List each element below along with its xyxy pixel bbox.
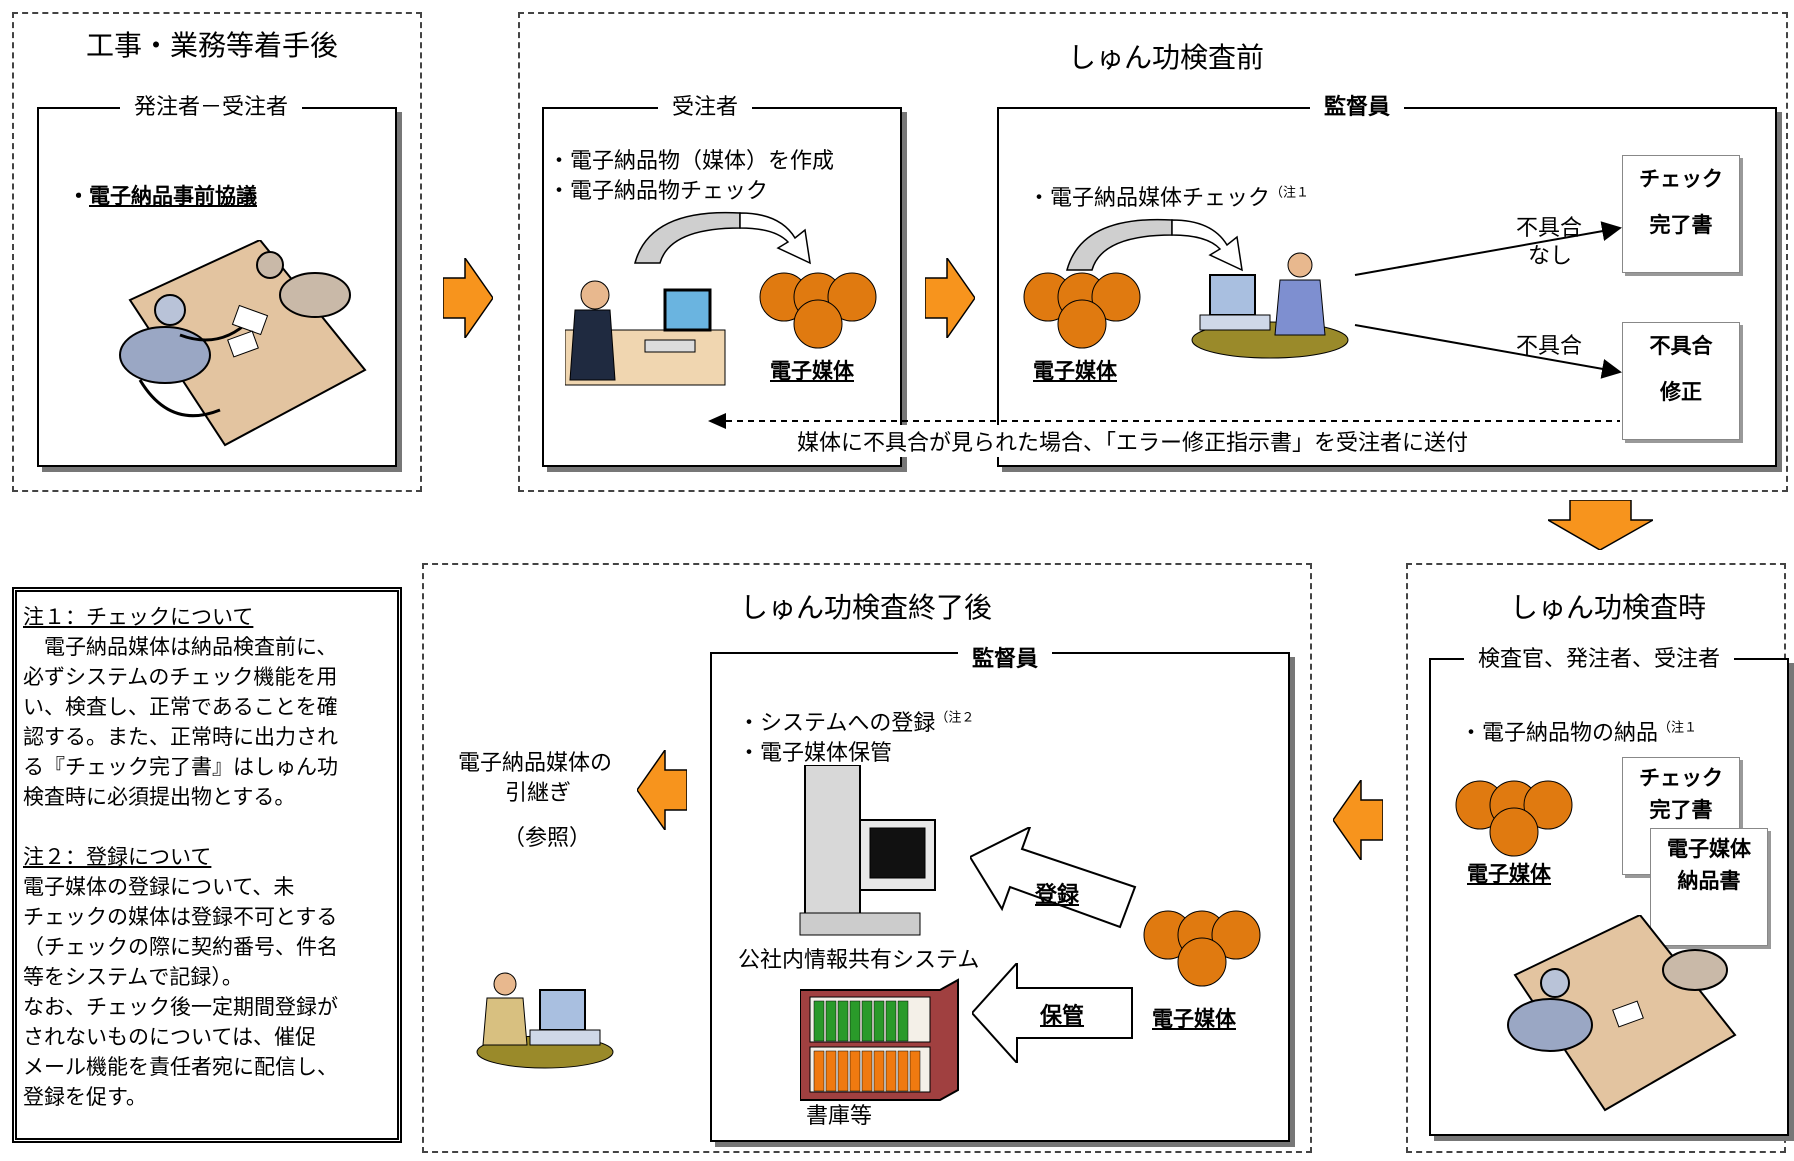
section-start-frame [12, 12, 422, 492]
section-start-title: 工事・業務等着手後 [86, 29, 339, 62]
system-label: 公社内情報共有システム [738, 948, 980, 973]
server-computer-illustration [799, 765, 936, 936]
handover-worker-illustration [476, 972, 614, 1069]
note2-line-7: メール機能を責任者宛に配信し、 [23, 1055, 338, 1079]
handover-line-1: 電子納品媒体の [458, 751, 613, 776]
defect-fix-doc-line2: 修正 [1660, 380, 1702, 404]
note1-line-1: 電子納品媒体は納品検査前に、 [23, 635, 338, 659]
notes-box: 注１：チェックについて 電子納品媒体は納品検査前に、 必ずシステムのチェック機能… [12, 587, 402, 1143]
delivery-doc-line2: 納品書 [1677, 869, 1741, 893]
register-label: 登録 [1035, 883, 1080, 908]
note-ref-2: （注２ [935, 710, 975, 726]
supervisor-media-label: 電子媒体 [1033, 359, 1117, 383]
store-arrow [972, 963, 1133, 1063]
panel-start-label: 発注者－受注者 [120, 89, 303, 121]
during-item: ・電子納品物の納品（注１ [1460, 715, 1697, 747]
result-arrows [1354, 221, 1622, 379]
inspection-meeting-illustration [1507, 915, 1737, 1112]
note1-line-6: 検査時に必須提出物とする。 [23, 785, 296, 809]
shelf-label: 書庫等 [806, 1104, 873, 1129]
section-after-title: しゅん功検査終了後 [740, 591, 993, 624]
feedback-text: 媒体に不具合が見られた場合、「エラー修正指示書」を受注者に送付 [793, 425, 1473, 457]
check-complete-doc-line1: チェック [1639, 167, 1723, 191]
no-defect-label-2: なし [1528, 244, 1573, 269]
note-ref-during: （注１ [1658, 720, 1698, 736]
flow-arrow-3 [1333, 780, 1383, 860]
note-ref-1: （注１ [1270, 185, 1310, 201]
note1-line-5: る『チェック完了書』はしゅん功 [23, 755, 338, 779]
during-check-doc-line2: 完了書 [1649, 798, 1713, 822]
flow-arrow-4 [637, 750, 687, 830]
no-defect-label-1: 不具合 [1516, 216, 1583, 241]
panel-supervisor-before-label: 監督員 [1310, 89, 1405, 121]
section-before-title: しゅん功検査前 [1068, 41, 1265, 74]
media-discs-during [1455, 780, 1573, 857]
start-item-text: 電子納品事前協議 [89, 184, 257, 208]
media-discs-supervisor [1023, 272, 1141, 349]
supervisor-check-item: ・電子納品媒体チェック（注１ [1028, 180, 1309, 212]
start-item: ・電子納品事前協議 [68, 184, 257, 208]
supervisor-illustration [1191, 252, 1349, 359]
store-label: 保管 [1040, 1004, 1085, 1029]
note2-line-4: 等をシステムで記録）。 [23, 965, 243, 989]
bookshelf-illustration [800, 978, 959, 1101]
note2-title: 注２：登録について [23, 845, 212, 869]
after-media-label: 電子媒体 [1152, 1007, 1236, 1031]
register-arrow [970, 827, 1137, 929]
note1-line-2: 必ずシステムのチェック機能を用 [23, 665, 338, 689]
note1-title: 注１：チェックについて [23, 605, 254, 629]
supervisor-check-text: ・電子納品媒体チェック [1028, 186, 1271, 211]
defect-label: 不具合 [1516, 334, 1583, 359]
delivery-doc: 電子媒体 納品書 [1650, 828, 1768, 946]
process-curve-arrow-2 [1066, 218, 1243, 272]
panel-contractor-label: 受注者 [658, 89, 753, 121]
flow-arrow-1 [443, 258, 493, 338]
process-curve-arrow-1 [634, 211, 811, 265]
note2-line-8: 登録を促す。 [23, 1085, 147, 1109]
during-item-text: ・電子納品物の納品 [1460, 721, 1659, 746]
delivery-doc-line1: 電子媒体 [1667, 837, 1751, 861]
flow-arrow-down [1548, 500, 1653, 550]
note2-line-5: なお、チェック後一定期間登録が [23, 995, 338, 1019]
during-media-label: 電子媒体 [1467, 862, 1551, 886]
flow-arrow-2 [925, 258, 975, 338]
defect-fix-doc: 不具合 修正 [1622, 322, 1740, 440]
note2-line-3: （チェックの際に契約番号、件名 [23, 935, 338, 959]
meeting-illustration [119, 240, 367, 447]
check-complete-doc: チェック 完了書 [1622, 155, 1740, 273]
after-item-1-text: ・システムへの登録 [738, 711, 936, 736]
note2-line-1: 電子媒体の登録について、未 [23, 875, 295, 899]
media-discs-after [1143, 910, 1261, 987]
section-during-title: しゅん功検査時 [1510, 591, 1707, 624]
note2-line-6: されないものについては、催促 [23, 1025, 316, 1049]
notes-spacer [23, 812, 391, 842]
after-item-2: ・電子媒体保管 [738, 741, 893, 766]
check-complete-doc-line2: 完了書 [1649, 213, 1713, 237]
panel-during-label: 検査官、発注者、受注者 [1464, 641, 1735, 673]
note1-line-3: い、検査し、正常であることを確 [23, 695, 338, 719]
handover-line-2: 引継ぎ [505, 781, 572, 806]
contractor-item-2: ・電子納品物チェック [548, 179, 769, 204]
worker-at-computer-illustration [565, 280, 726, 386]
section-before-frame [518, 12, 1788, 492]
defect-fix-doc-line1: 不具合 [1649, 334, 1713, 358]
panel-after-label: 監督員 [958, 641, 1053, 673]
note2-line-2: チェックの媒体は登録不可とする [23, 905, 338, 929]
media-discs-contractor [759, 272, 877, 349]
feedback-arrow [708, 413, 1620, 429]
section-after-frame [422, 563, 1312, 1153]
during-check-doc-line1: チェック [1639, 766, 1723, 790]
handover-line-3: （参照） [503, 826, 592, 851]
after-item-1: ・システムへの登録（注２ [738, 705, 974, 737]
contractor-item-1: ・電子納品物（媒体）を作成 [548, 149, 835, 174]
contractor-media-label: 電子媒体 [770, 359, 854, 383]
note1-line-4: 認する。また、正常時に出力され [23, 725, 338, 749]
